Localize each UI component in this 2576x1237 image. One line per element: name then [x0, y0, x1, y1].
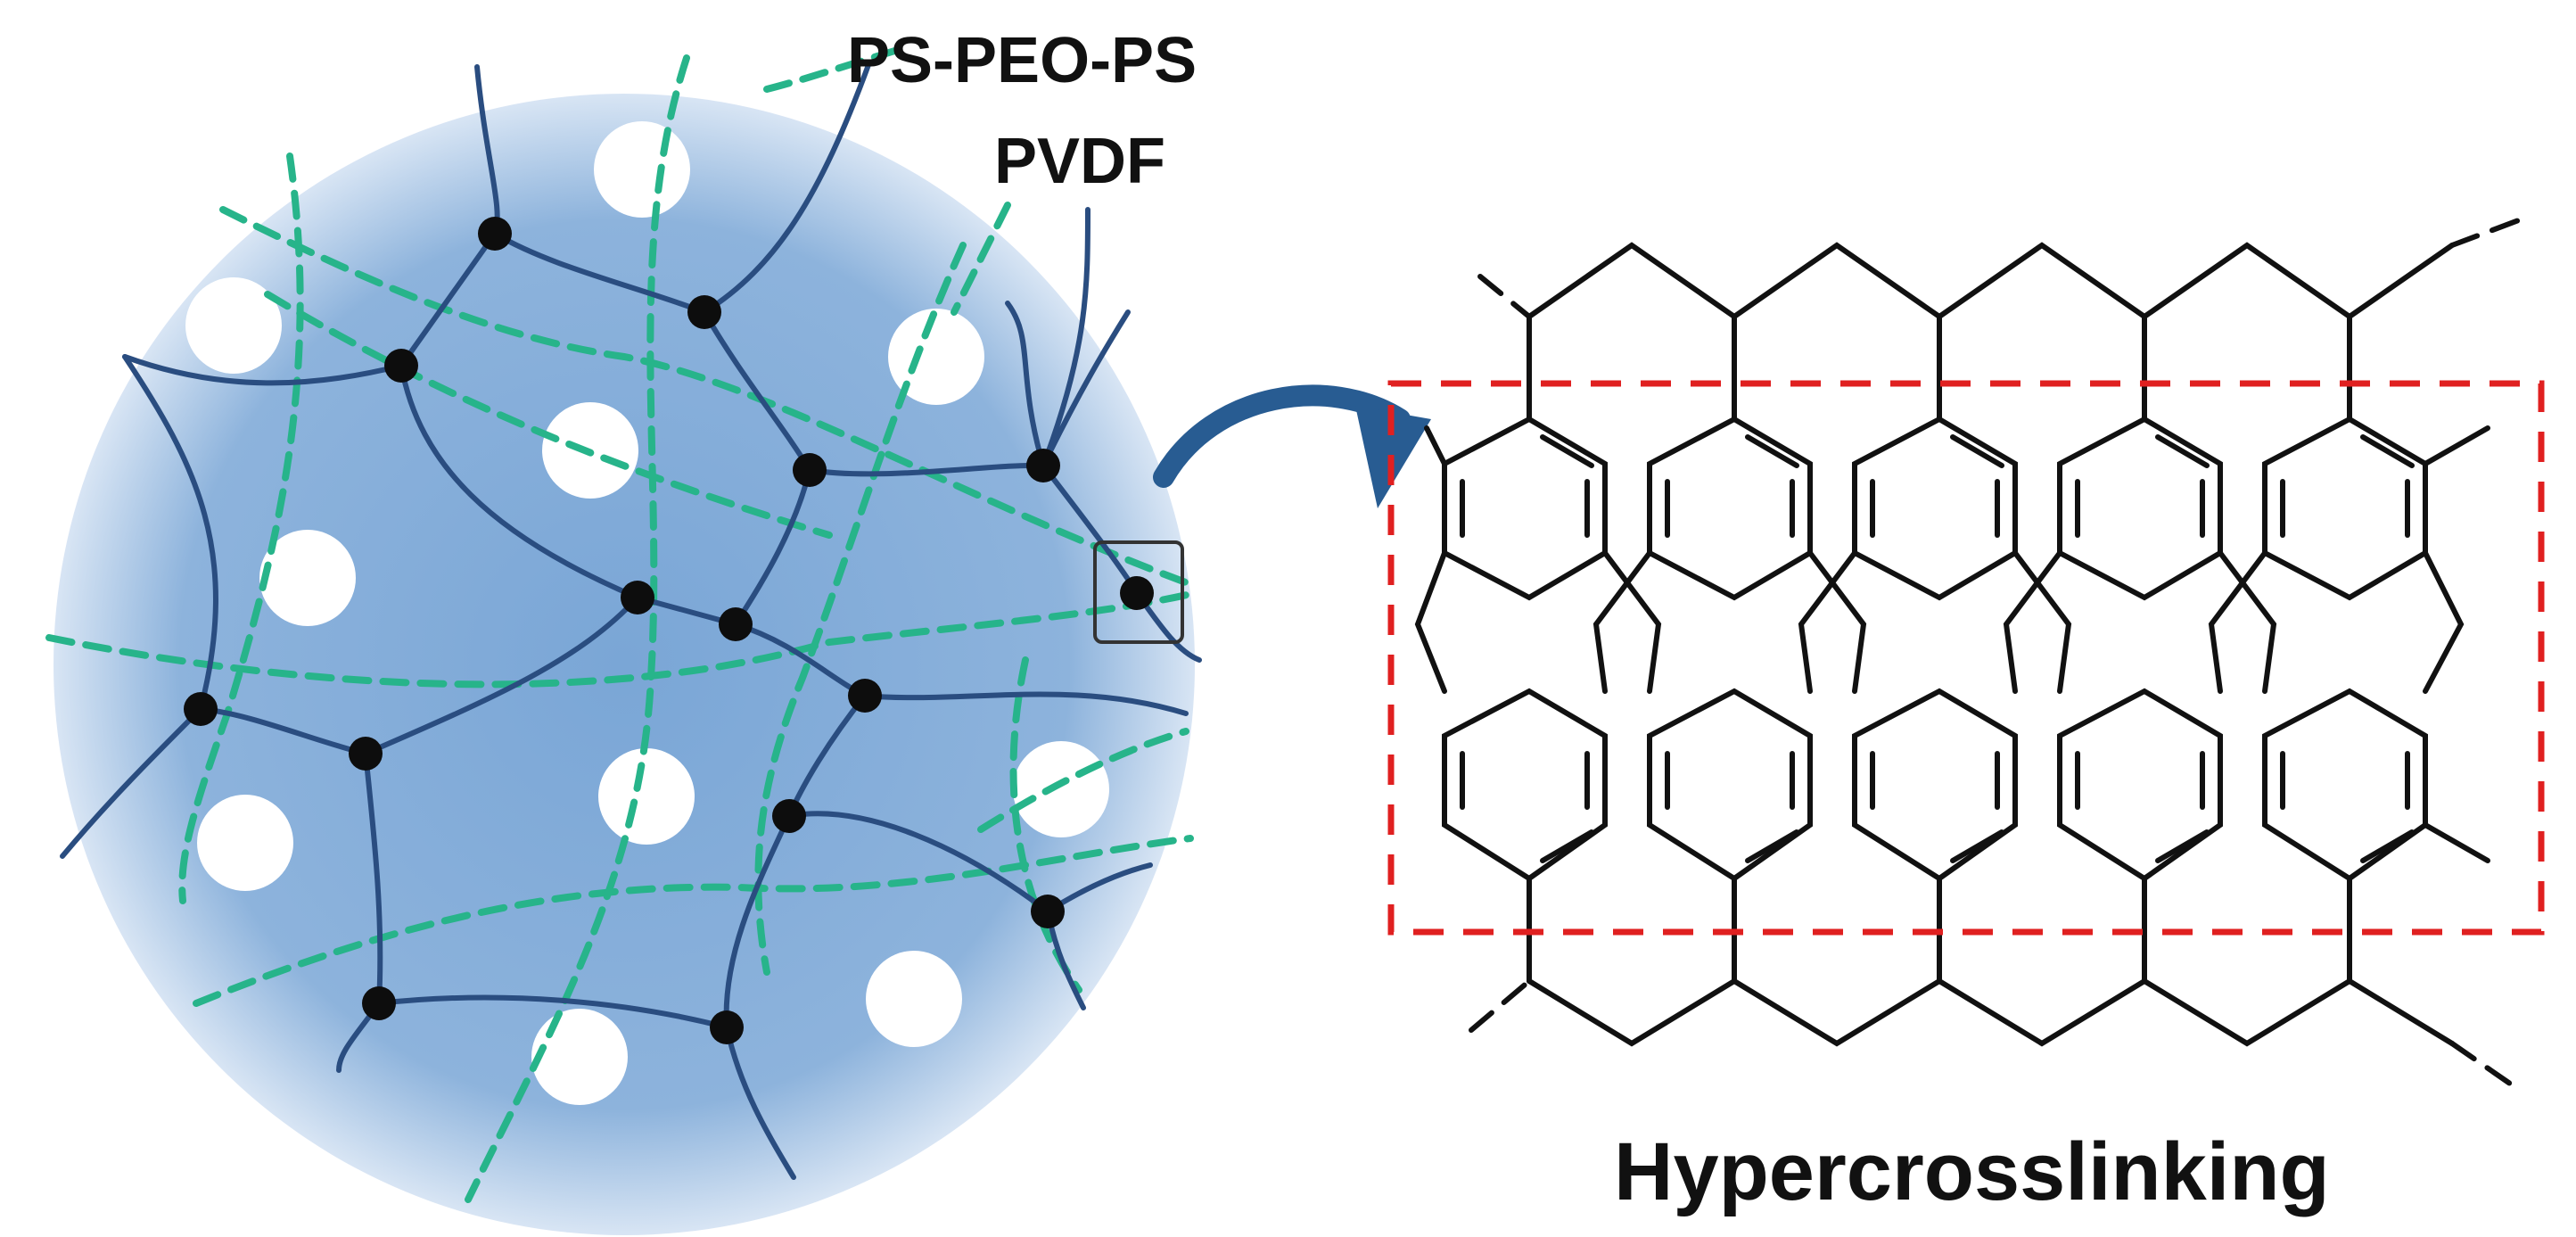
pvdf-chain	[754, 242, 967, 976]
label-hypercrosslinking: Hypercrosslinking	[1614, 1126, 2330, 1217]
pvdf-chains	[45, 45, 1198, 1203]
pore	[866, 951, 962, 1047]
ps-chain	[198, 595, 640, 757]
pores	[185, 121, 1109, 1105]
pore	[185, 277, 282, 374]
node	[478, 217, 512, 251]
hypercrosslink-structure	[1414, 216, 2526, 1086]
label-ps-peo-ps: PS-PEO-PS	[847, 25, 1197, 96]
node	[772, 799, 806, 833]
pore	[259, 530, 356, 626]
node	[349, 737, 383, 771]
node	[1031, 895, 1065, 928]
pore	[598, 748, 695, 845]
ps-chain	[733, 622, 1189, 716]
top-backbone-end	[1477, 274, 1532, 319]
ps-chain	[1041, 207, 1090, 468]
selection-box-icon	[1093, 540, 1184, 644]
pvdf-chain	[763, 45, 904, 93]
node	[719, 607, 753, 641]
top-backbone-end	[2449, 216, 2526, 248]
node	[621, 581, 654, 614]
pore	[531, 1009, 628, 1105]
aromatic-rings-top	[1442, 416, 2428, 601]
ps-chain	[122, 354, 218, 712]
node	[384, 349, 418, 383]
label-pvdf: PVDF	[994, 126, 1165, 197]
crosslink-nodes	[184, 217, 1154, 1044]
ps-chain	[724, 1025, 796, 1180]
node	[184, 692, 218, 726]
ps-peo-ps-chains	[60, 60, 1202, 1180]
pore	[888, 309, 984, 405]
bottom-backbone	[1527, 977, 2455, 1047]
highlight-box	[1387, 380, 2545, 936]
ps-chain	[474, 60, 872, 316]
bottom-backbone-end	[2449, 1041, 2513, 1086]
ps-chain	[399, 231, 498, 368]
pore	[594, 121, 690, 218]
node	[1120, 576, 1154, 610]
pvdf-chain	[465, 54, 690, 1203]
ps-chain	[702, 309, 1131, 477]
pvdf-chain	[264, 291, 833, 539]
top-backbone	[1527, 242, 2455, 320]
node	[710, 1010, 744, 1044]
pore	[1013, 741, 1109, 837]
aromatic-rings-bottom	[1442, 688, 2428, 882]
node	[362, 986, 396, 1020]
crosslink-bridges	[1414, 425, 2490, 863]
node	[848, 679, 882, 713]
pendant-bonds	[1527, 314, 2352, 984]
node	[687, 295, 721, 329]
ps-chain	[60, 706, 203, 859]
ps-chain	[1005, 301, 1046, 468]
polymer-sphere	[45, 45, 1202, 1235]
ps-chain	[785, 693, 1050, 914]
node	[1026, 449, 1060, 482]
pvdf-chain	[951, 202, 1011, 316]
pore	[197, 795, 293, 891]
pvdf-chain	[45, 590, 1198, 689]
pvdf-chain	[977, 728, 1189, 833]
pvdf-chain	[193, 835, 1194, 1007]
node	[793, 453, 827, 487]
bottom-backbone-end	[1469, 978, 1532, 1033]
ps-chain	[336, 751, 383, 1073]
